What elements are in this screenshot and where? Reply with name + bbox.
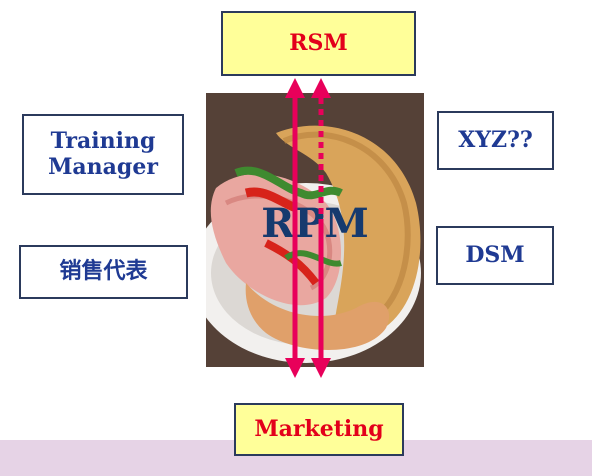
rsm-box: RSM bbox=[221, 11, 416, 76]
sales-rep-label: 销售代表 bbox=[59, 259, 148, 285]
training-manager-label: Training Manager bbox=[48, 128, 158, 180]
dsm-label: DSM bbox=[465, 241, 525, 268]
xyz-label: XYZ?? bbox=[458, 126, 533, 153]
xyz-box: XYZ?? bbox=[437, 111, 554, 170]
sandwich-photo bbox=[206, 93, 424, 367]
rsm-label: RSM bbox=[289, 29, 348, 56]
sales-rep-box: 销售代表 bbox=[19, 245, 188, 299]
training-manager-box: Training Manager bbox=[22, 114, 184, 195]
dsm-box: DSM bbox=[436, 226, 554, 285]
center-label-rpm: RPM bbox=[261, 200, 369, 247]
marketing-label: Marketing bbox=[254, 415, 384, 442]
marketing-box: Marketing bbox=[234, 403, 404, 456]
